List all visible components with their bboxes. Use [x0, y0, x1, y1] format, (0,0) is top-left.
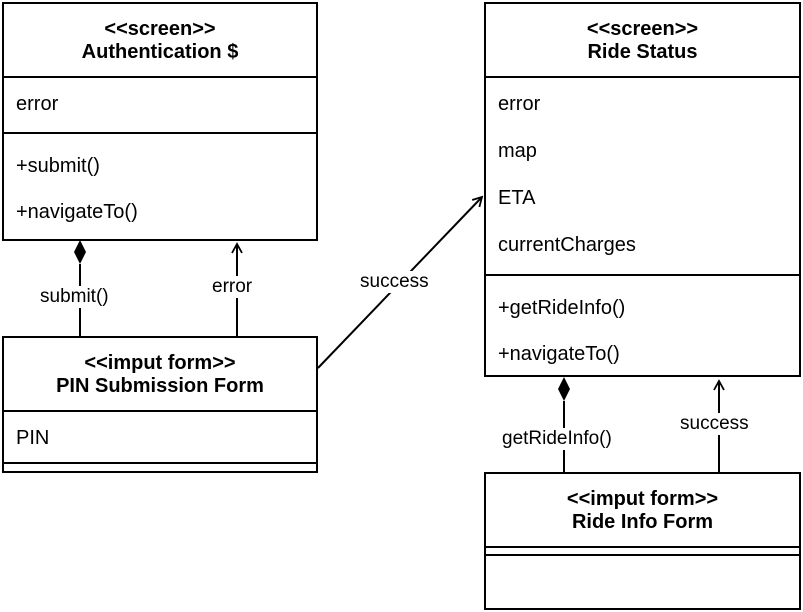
stereotype-label: <<imput form>>	[566, 488, 719, 510]
label-success: success	[358, 271, 431, 293]
operation-submit: +submit()	[16, 155, 100, 177]
attribute-map: map	[498, 140, 537, 162]
attributes-section: error	[4, 78, 316, 134]
attribute-error: error	[16, 93, 59, 115]
class-header: <<imput form>> Ride Info Form	[486, 474, 799, 548]
attribute-error: error	[498, 93, 541, 115]
label-error: error	[210, 276, 255, 298]
operation-navigateto: +navigateTo()	[498, 343, 620, 365]
stereotype-label: <<screen>>	[104, 18, 216, 40]
class-ride-status[interactable]: <<screen>> Ride Status error map ETA cur…	[484, 2, 801, 377]
class-ride-info-form[interactable]: <<imput form>> Ride Info Form	[484, 472, 801, 610]
class-authentication[interactable]: <<screen>> Authentication $ error +submi…	[2, 2, 318, 241]
stereotype-label: <<screen>>	[586, 18, 699, 40]
class-name: Ride Status	[587, 41, 698, 63]
class-name: Authentication $	[81, 41, 239, 63]
class-name: Ride Info Form	[571, 511, 714, 533]
label-submit: submit()	[38, 286, 111, 308]
operations-section	[4, 464, 316, 471]
class-header: <<screen>> Authentication $	[4, 4, 316, 78]
attributes-section	[486, 548, 799, 556]
stereotype-label: <<imput form>>	[84, 352, 236, 374]
class-name: PIN Submission Form	[56, 375, 264, 397]
operations-section	[486, 556, 799, 608]
composition-diamond-auth	[74, 240, 86, 264]
class-header: <<screen>> Ride Status	[486, 4, 799, 78]
label-ride-success: success	[678, 413, 751, 435]
attribute-eta: ETA	[498, 187, 536, 209]
operation-navigateto: +navigateTo()	[16, 201, 138, 223]
label-getrideinfo: getRideInfo()	[500, 428, 614, 450]
operations-section: +submit() +navigateTo()	[4, 134, 316, 239]
class-header: <<imput form>> PIN Submission Form	[4, 338, 316, 412]
operations-section: +getRideInfo() +navigateTo()	[486, 276, 799, 375]
attribute-pin: PIN	[16, 427, 50, 449]
attribute-currentcharges: currentCharges	[498, 234, 636, 256]
attributes-section: PIN	[4, 412, 316, 464]
class-pin-submission-form[interactable]: <<imput form>> PIN Submission Form PIN	[2, 336, 318, 473]
operation-getrideinfo: +getRideInfo()	[498, 297, 626, 319]
attributes-section: error map ETA currentCharges	[486, 78, 799, 276]
composition-diamond-ride	[558, 377, 570, 401]
